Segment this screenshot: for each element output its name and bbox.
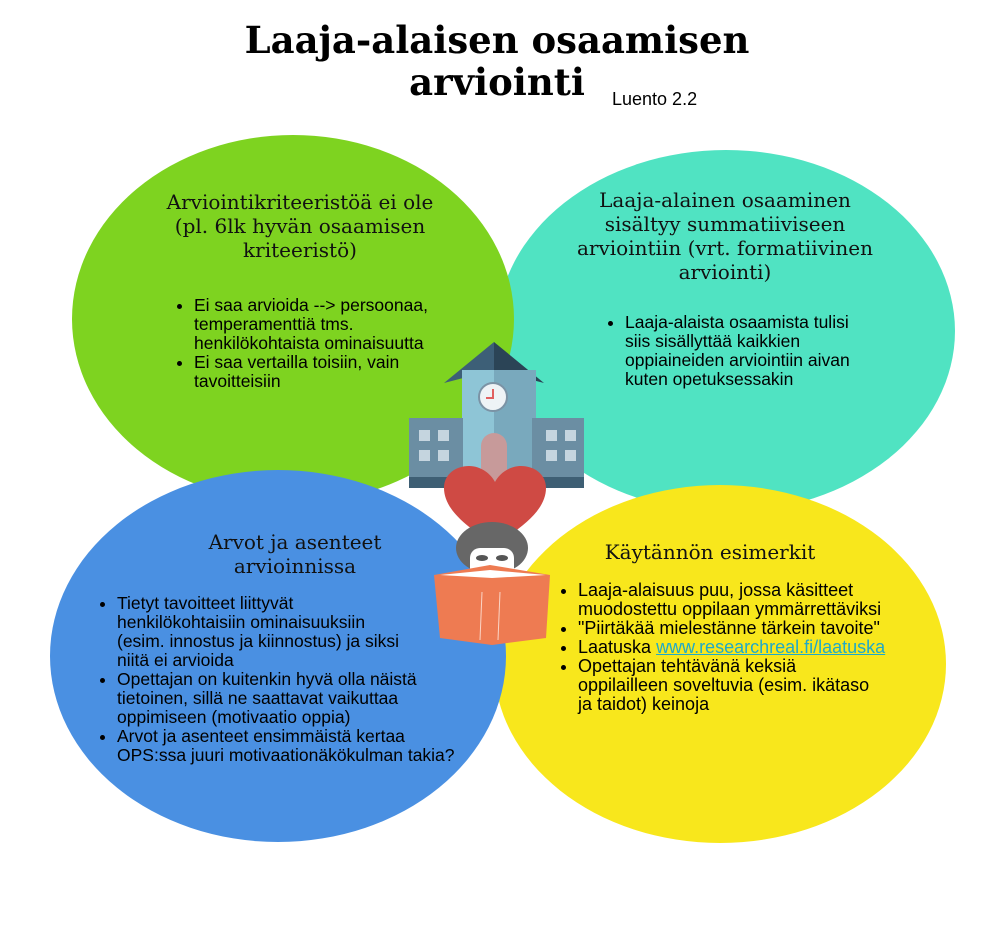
blue-circle	[50, 470, 506, 842]
subtitle: Luento 2.2	[612, 89, 698, 109]
list-item: Ei saa arvioida --> persoonaa, temperame…	[194, 296, 434, 353]
list-item: Opettajan tehtävänä keksiä oppilailleen …	[578, 657, 888, 714]
list-item: "Piirtäkää mielestänne tärkein tavoite"	[578, 619, 888, 638]
list-item: Opettajan on kuitenkin hyvä olla näistä …	[117, 670, 457, 727]
teal-heading: Laaja-alainen osaaminen sisältyy summati…	[577, 188, 873, 284]
link-prefix: Laatuska	[578, 637, 657, 657]
green-list: Ei saa arvioida --> persoonaa, temperame…	[172, 296, 434, 391]
title-line-1: Laaja-alaisen osaamisen	[244, 18, 750, 62]
list-item: Arvot ja asenteet ensimmäistä kertaa OPS…	[117, 727, 457, 765]
blue-heading: Arvot ja asenteet arvioinnissa	[208, 530, 382, 578]
list-item: Laaja-alaista osaamista tulisi siis sisä…	[625, 313, 855, 389]
green-heading: Arviointikriteeristöä ei ole (pl. 6lk hy…	[166, 190, 434, 262]
yellow-circle	[494, 485, 946, 843]
list-item: Laatuska www.researchreal.fi/laatuska	[578, 638, 888, 657]
list-item: Tietyt tavoitteet liittyvät henkilökohta…	[117, 594, 457, 670]
title-line-2: arviointi	[409, 60, 585, 104]
reading-student-icon	[434, 522, 550, 645]
list-item: Laaja-alaisuus puu, jossa käsitteet muod…	[578, 581, 888, 619]
yellow-heading: Käytännön esimerkit	[604, 540, 816, 564]
heart-icon	[444, 466, 546, 544]
laatuska-link[interactable]: www.researchreal.fi/laatuska	[656, 637, 886, 657]
yellow-list: Laaja-alaisuus puu, jossa käsitteet muod…	[556, 581, 888, 714]
teal-list: Laaja-alaista osaamista tulisi siis sisä…	[603, 313, 855, 389]
blue-list: Tietyt tavoitteet liittyvät henkilökohta…	[95, 594, 457, 765]
list-item: Ei saa vertailla toisiin, vain tavoittei…	[194, 353, 434, 391]
